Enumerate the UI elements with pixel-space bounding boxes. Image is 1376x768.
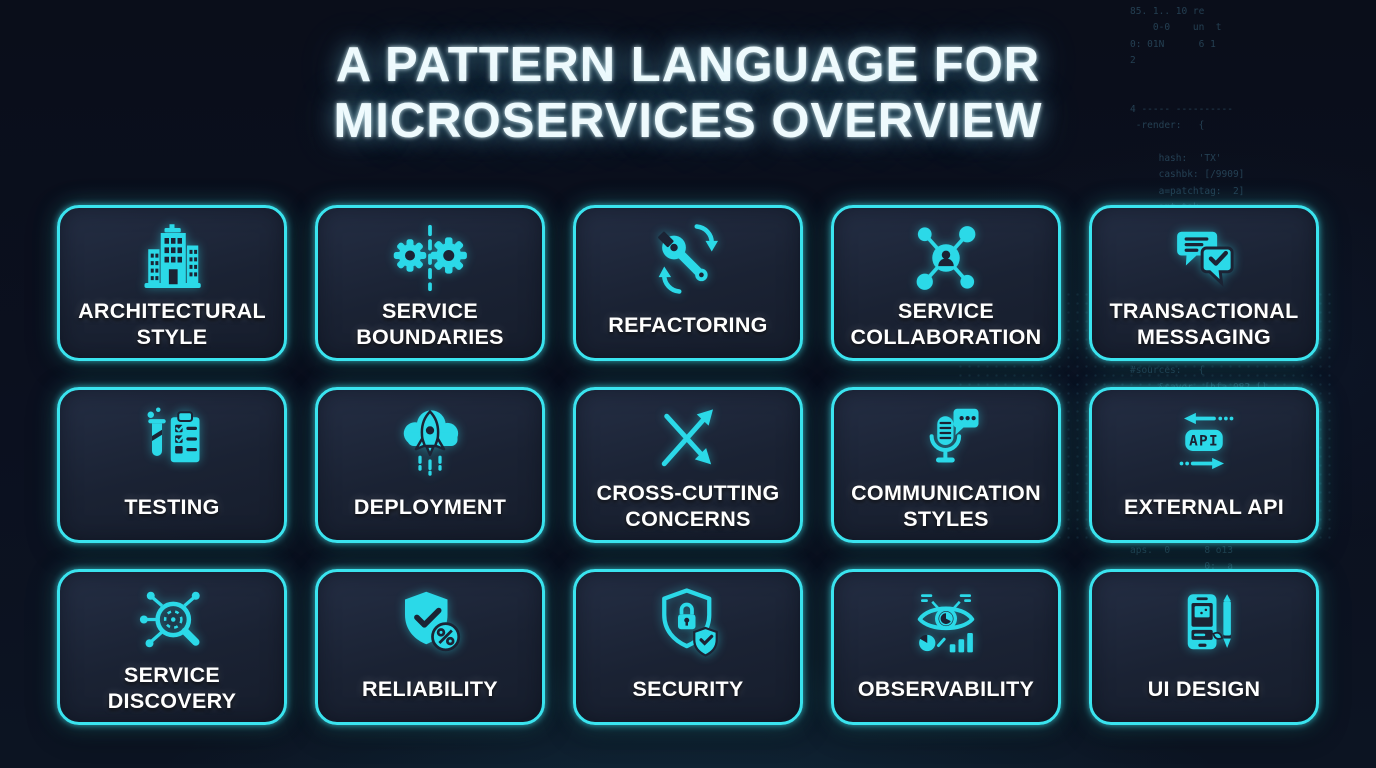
card-testing: TESTING bbox=[57, 387, 287, 543]
card-security: SECURITY bbox=[573, 569, 803, 725]
cloud-rocket-icon bbox=[403, 410, 459, 476]
building-icon bbox=[144, 224, 201, 289]
microphone-chat-icon bbox=[929, 408, 979, 463]
card-observability: OBSERVABILITY bbox=[831, 569, 1061, 725]
svg-text:API: API bbox=[1189, 433, 1219, 449]
card-architectural-style: ARCHITECTURAL STYLE bbox=[57, 205, 287, 361]
card-label: SERVICE COLLABORATION bbox=[850, 299, 1042, 349]
card-icon-box bbox=[1164, 217, 1244, 299]
card-icon-box bbox=[1164, 581, 1244, 665]
title-line-2: MICROSERVICES OVERVIEW bbox=[333, 93, 1043, 148]
card-icon-box bbox=[132, 581, 212, 663]
page-title: A PATTERN LANGUAGE FOR MICROSERVICES OVE… bbox=[0, 38, 1376, 150]
pattern-grid: ARCHITECTURAL STYLE SERVICE bbox=[57, 205, 1319, 725]
title-line-1: A PATTERN LANGUAGE FOR bbox=[335, 38, 1041, 92]
card-label: SERVICE BOUNDARIES bbox=[356, 299, 504, 349]
card-refactoring: REFACTORING bbox=[573, 205, 803, 361]
card-label: CROSS-CUTTING CONCERNS bbox=[596, 481, 780, 531]
card-label: RELIABILITY bbox=[362, 676, 498, 701]
card-service-discovery: SERVICE DISCOVERY bbox=[57, 569, 287, 725]
card-service-boundaries: SERVICE BOUNDARIES bbox=[315, 205, 545, 361]
card-label: OBSERVABILITY bbox=[857, 676, 1035, 701]
card-label: DEPLOYMENT bbox=[353, 494, 507, 519]
magnifier-network-icon bbox=[139, 591, 200, 648]
card-icon-box bbox=[648, 399, 728, 481]
card-label: COMMUNICATION STYLES bbox=[851, 481, 1041, 531]
card-label: TESTING bbox=[124, 494, 220, 519]
card-service-collaboration: SERVICE COLLABORATION bbox=[831, 205, 1061, 361]
card-icon-box bbox=[132, 217, 212, 299]
card-cross-cutting-concerns: CROSS-CUTTING CONCERNS bbox=[573, 387, 803, 543]
chat-check-icon bbox=[1177, 231, 1234, 288]
card-label: UI DESIGN bbox=[1147, 676, 1261, 701]
card-transactional-messaging: TRANSACTIONAL MESSAGING bbox=[1089, 205, 1319, 361]
card-reliability: RELIABILITY bbox=[315, 569, 545, 725]
card-icon-box: API bbox=[1164, 399, 1244, 483]
card-label: ARCHITECTURAL STYLE bbox=[78, 299, 266, 349]
card-icon-box bbox=[906, 399, 986, 481]
card-label: TRANSACTIONAL MESSAGING bbox=[1109, 299, 1299, 349]
shield-percent-icon bbox=[405, 591, 461, 652]
card-communication-styles: COMMUNICATION STYLES bbox=[831, 387, 1061, 543]
card-icon-box bbox=[390, 581, 470, 665]
phone-stylus-icon bbox=[1187, 594, 1231, 650]
card-icon-box bbox=[648, 217, 728, 301]
card-label: REFACTORING bbox=[608, 312, 768, 337]
split-gears-icon bbox=[393, 225, 467, 292]
shield-lock-icon bbox=[662, 588, 718, 657]
card-icon-box bbox=[906, 217, 986, 299]
card-external-api: API EXTERNAL API bbox=[1089, 387, 1319, 543]
card-label: SERVICE DISCOVERY bbox=[107, 663, 237, 713]
card-icon-box bbox=[132, 399, 212, 483]
crossing-arrows-icon bbox=[661, 409, 713, 467]
card-icon-box bbox=[648, 581, 728, 665]
card-icon-box bbox=[390, 217, 470, 299]
eye-analytics-icon bbox=[917, 594, 975, 653]
user-network-icon bbox=[916, 226, 976, 291]
card-label: SECURITY bbox=[632, 676, 744, 701]
card-icon-box bbox=[390, 399, 470, 483]
wrench-cycle-icon bbox=[658, 224, 718, 294]
card-ui-design: UI DESIGN bbox=[1089, 569, 1319, 725]
card-deployment: DEPLOYMENT bbox=[315, 387, 545, 543]
api-arrows-icon: API bbox=[1179, 412, 1234, 470]
card-label: EXTERNAL API bbox=[1123, 494, 1285, 519]
testtube-checklist-icon bbox=[147, 407, 200, 463]
card-icon-box bbox=[906, 581, 986, 665]
